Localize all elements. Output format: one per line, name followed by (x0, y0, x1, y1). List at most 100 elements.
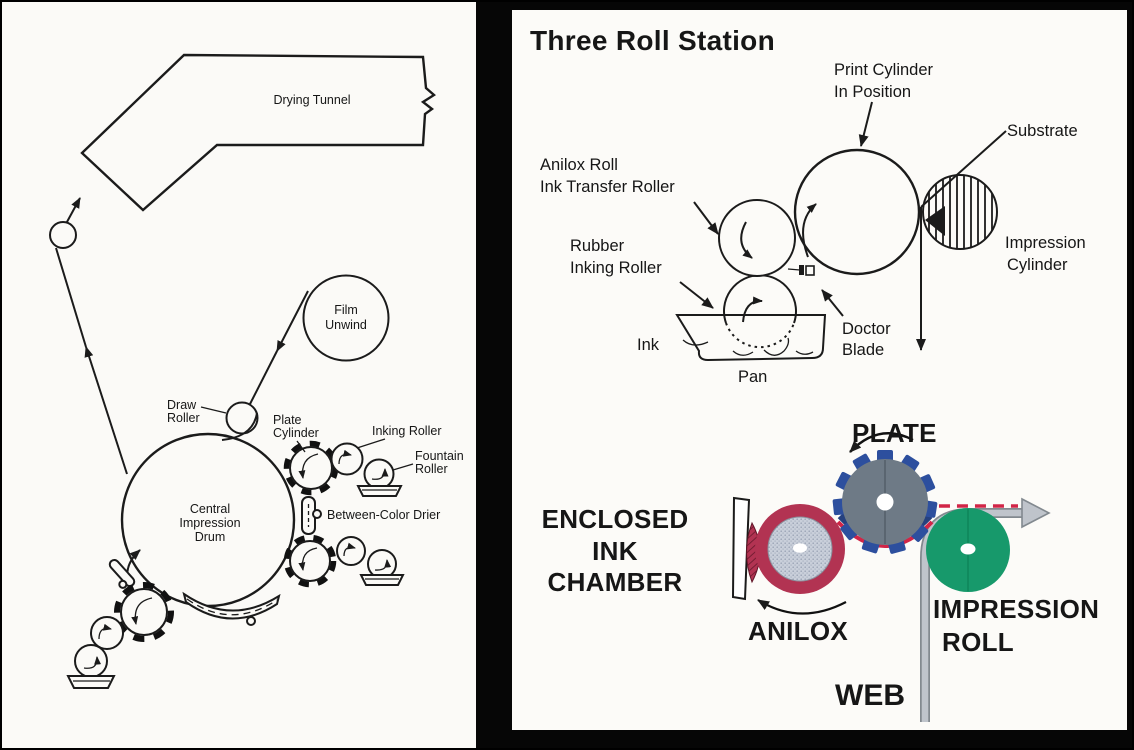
draw-roller: Draw Roller (167, 398, 259, 441)
web-label: WEB (835, 679, 905, 712)
film-unwind: Film Unwind (248, 274, 390, 407)
three-roll-station-diagram: Three Roll Station (530, 25, 1099, 722)
fountain-roller-roll (367, 549, 397, 579)
anilox-roll-rotation-arrow (740, 221, 753, 259)
fountain-rotation-arrow (371, 468, 389, 480)
anilox-roll-color (755, 504, 847, 615)
impression-cylinder (922, 174, 998, 250)
drum-label-line2: Impression (179, 516, 240, 530)
inking-roller-roll (90, 616, 124, 650)
plate-cylinder-teeth (114, 582, 174, 642)
chamber-blade (731, 496, 751, 601)
edge-drier (108, 558, 136, 589)
fountain-rotation-arrow (83, 656, 102, 669)
doctor-blade-label-line1: Doctor (842, 320, 891, 338)
print-station-right: Plate Cylinder Inking Roller Fountain Ro… (273, 413, 464, 497)
plate-cylinder-roll (289, 446, 333, 490)
fountain-roller-roll (363, 458, 395, 490)
fountain-roller-label-line1: Fountain (415, 449, 464, 463)
fountain-roller-roll (74, 644, 108, 678)
drying-tunnel-label: Drying Tunnel (273, 93, 350, 107)
anilox-roll (718, 199, 796, 277)
chamber-label-line2: INK (592, 536, 638, 566)
plate-rotation-arrow (298, 453, 319, 479)
cid-press-diagram-panel: Drying Tunnel Film Unwind Draw Roller Ce… (0, 0, 476, 750)
ink-level-line (682, 339, 709, 346)
rubber-roller-label-line2: Inking Roller (570, 259, 662, 277)
chamber-label-line3: CHAMBER (548, 567, 683, 597)
impression-roll-axis (960, 543, 976, 555)
drying-tunnel: Drying Tunnel (80, 53, 436, 212)
plate-rotation-arrow (131, 597, 153, 625)
substrate-label: Substrate (1007, 122, 1078, 140)
ink-label: Ink (637, 336, 660, 354)
web-upward-arrow (55, 247, 94, 358)
between-color-drier-label: Between-Color Drier (327, 508, 440, 522)
film-unwind-label-line2: Unwind (325, 318, 367, 332)
web-from-unwind-arrow (276, 290, 309, 352)
fountain-roller-label-line2: Roller (415, 462, 448, 476)
cid-press-diagram: Drying Tunnel Film Unwind Draw Roller Ce… (49, 53, 464, 689)
anilox-roll-label-line2: Ink Transfer Roller (540, 178, 675, 196)
anilox-rotation-arrow (757, 599, 847, 615)
plate-cylinder-color (832, 432, 938, 554)
anilox-label: ANILOX (748, 616, 848, 646)
impression-roll (926, 508, 1010, 592)
inking-rotation-arrow (343, 542, 356, 557)
web-path-to-dryer (49, 197, 128, 475)
impression-cylinder-label-line1: Impression (1005, 234, 1086, 252)
three-roll-station-panel: Three Roll Station (512, 10, 1127, 730)
anilox-axis (793, 543, 807, 553)
inking-roller-label: Inking Roller (372, 424, 441, 438)
rubber-roller-label-line1: Rubber (570, 237, 625, 255)
plate-label: PLATE (852, 418, 937, 448)
plate-axis (876, 493, 894, 511)
impression-roll-label-line2: ROLL (942, 627, 1014, 657)
rubber-roller-pointer-arrow (679, 281, 714, 309)
inking-roller-roll (336, 536, 366, 566)
print-cylinder-label-line1: Print Cylinder (834, 61, 934, 79)
doctor-blade-pointer-arrow (821, 289, 844, 317)
enclosed-chamber-color-diagram: PLATE ENCLOSED INK CHAMBER ANILOX IMPRES… (542, 418, 1099, 722)
web-direction-arrow (1021, 497, 1051, 529)
inking-roller-roll (330, 442, 364, 476)
nip-direction-arrow (925, 206, 945, 236)
print-cylinder (793, 148, 921, 276)
draw-roller-label-line2: Roller (167, 411, 200, 425)
drum-label-line1: Central (190, 502, 230, 516)
anilox-roll-label-line1: Anilox Roll (540, 156, 618, 174)
drum-label-line3: Drum (195, 530, 226, 544)
diagram-title: Three Roll Station (530, 25, 775, 56)
pan-label: Pan (738, 368, 767, 386)
chamber-label-line1: ENCLOSED (542, 504, 689, 534)
plate-cylinder-roll (120, 588, 168, 636)
substrate-line (920, 130, 1007, 208)
inking-rotation-arrow (338, 449, 352, 465)
between-color-drier: Between-Color Drier (301, 496, 440, 535)
idler-roller (49, 221, 77, 249)
print-cylinder-pointer-arrow (858, 101, 873, 147)
print-cylinder-label-line2: In Position (834, 83, 911, 101)
plate-cylinder-teeth (283, 534, 337, 588)
rubber-roller-rotation-arrow (742, 296, 763, 323)
plate-cylinder-label-line2: Cylinder (273, 426, 319, 440)
print-station-lower-right (283, 534, 405, 588)
anilox-roll-pointer-arrow (693, 201, 719, 235)
doctor-blade-label-line2: Blade (842, 341, 884, 359)
plate-cylinder-label-line1: Plate (273, 413, 302, 427)
ink-pan-tray (66, 675, 116, 689)
bottom-drier (182, 591, 281, 626)
plate-cylinder-roll (289, 540, 331, 582)
doctor-blade-icon (787, 265, 815, 276)
central-impression-drum: Central Impression Drum (120, 432, 296, 608)
impression-cylinder-label-line2: Cylinder (1007, 256, 1068, 274)
fountain-rotation-arrow (374, 559, 392, 571)
ink-pan-tray (356, 485, 403, 497)
plate-rotation-arrow (849, 432, 914, 453)
ink-pan-tray (359, 574, 405, 586)
enclosed-ink-chamber (731, 496, 761, 601)
ink-pan (675, 314, 827, 362)
print-station-lower-left (66, 582, 174, 689)
print-cylinder-rotation-arrow (802, 203, 817, 258)
inking-rotation-arrow (98, 623, 112, 640)
